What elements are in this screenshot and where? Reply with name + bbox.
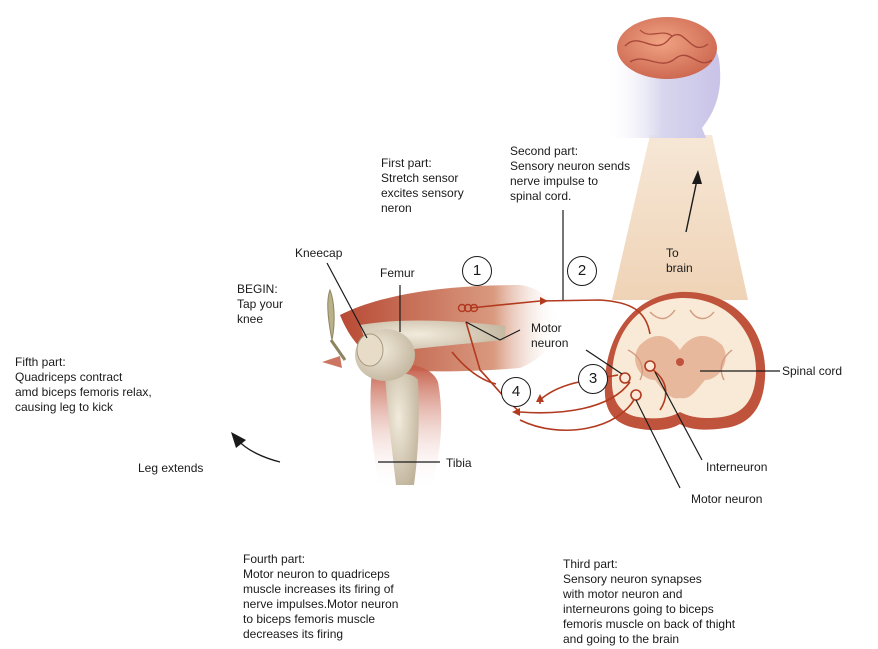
second-part-label: Second part: Sensory neuron sends nerve … xyxy=(510,144,630,204)
to-brain-label: To brain xyxy=(666,246,693,276)
kneecap-label: Kneecap xyxy=(295,246,342,261)
tibia-label: Tibia xyxy=(446,456,472,471)
step-2-circle: 2 xyxy=(567,256,597,286)
interneuron-cell xyxy=(645,361,655,371)
head-illustration xyxy=(604,17,720,138)
fourth-part-label: Fourth part: Motor neuron to quadriceps … xyxy=(243,552,398,642)
brain-icon xyxy=(617,17,717,79)
spinal-cord-cross-section xyxy=(605,292,765,430)
motor-neuron-cell xyxy=(620,373,630,383)
step-1-circle: 1 xyxy=(462,256,492,286)
motor-neuron-upper-label: Motor neuron xyxy=(531,321,568,351)
step-3-circle: 3 xyxy=(578,364,608,394)
third-part-label: Third part: Sensory neuron synapses with… xyxy=(563,557,735,647)
reflex-hammer-icon xyxy=(322,290,345,368)
spinal-cord-label: Spinal cord xyxy=(782,364,842,379)
motor-neuron-lower-label: Motor neuron xyxy=(691,492,762,507)
fifth-part-label: Fifth part: Quadriceps contract amd bice… xyxy=(15,355,152,415)
leg-extends-arrow-icon xyxy=(231,432,280,462)
first-part-label: First part: Stretch sensor excites senso… xyxy=(381,156,464,216)
step-4-circle: 4 xyxy=(501,377,531,407)
motor-neuron-cell-lower xyxy=(631,390,641,400)
leg-extends-label: Leg extends xyxy=(138,461,203,476)
kneecap-bone xyxy=(357,334,383,366)
begin-label: BEGIN: Tap your knee xyxy=(237,282,283,327)
interneuron-label: Interneuron xyxy=(706,460,767,475)
femur-label: Femur xyxy=(380,266,415,281)
